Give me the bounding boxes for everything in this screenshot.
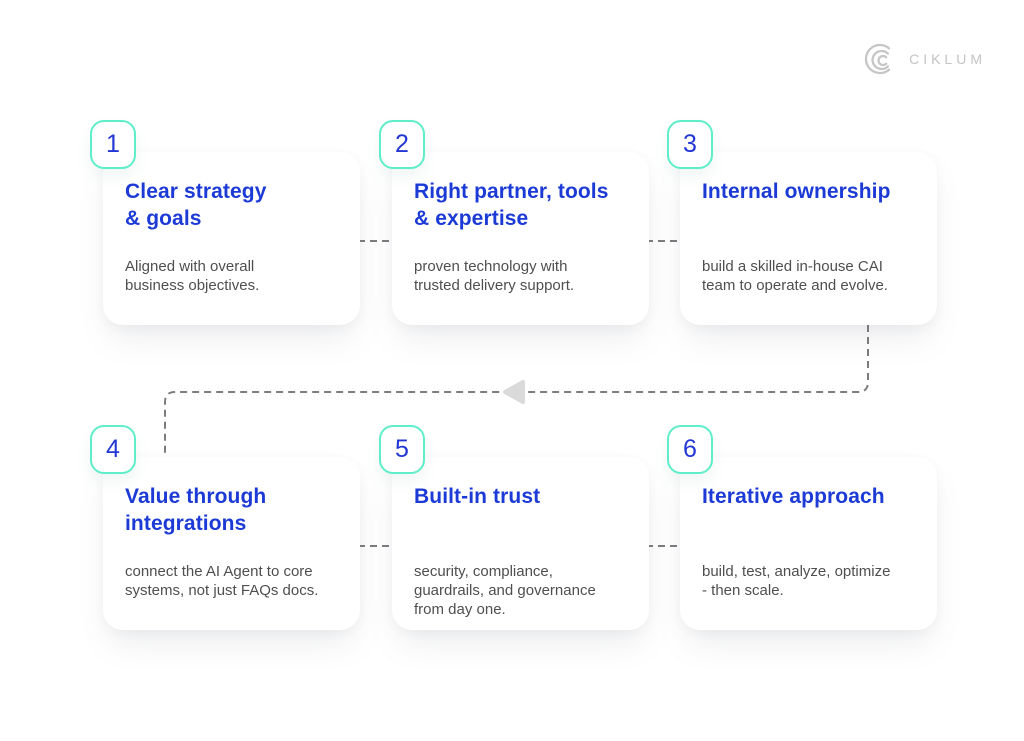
step-description: Aligned with overall business objectives… bbox=[125, 258, 260, 294]
brand-wordmark: CIKLUM bbox=[909, 51, 986, 67]
flow-arrow-left-icon bbox=[503, 380, 525, 404]
step-number-badge: 4 bbox=[90, 425, 136, 474]
step-description: connect the AI Agent to core systems, no… bbox=[125, 563, 319, 599]
step-number-badge: 6 bbox=[667, 425, 713, 474]
step-card-1: 1 Clear strategy & goals Aligned with ov… bbox=[90, 120, 360, 325]
step-card-5: 5 Built-in trust security, compliance, g… bbox=[379, 425, 649, 630]
brand-logo: CIKLUM bbox=[862, 41, 986, 77]
step-card-3: 3 Internal ownership build a skilled in-… bbox=[667, 120, 937, 325]
step-title: Right partner, tools & expertise bbox=[414, 180, 609, 230]
step-number-badge: 2 bbox=[379, 120, 425, 169]
step-description: build, test, analyze, optimize - then sc… bbox=[702, 563, 891, 599]
step-card-4: 4 Value through integrations connect the… bbox=[90, 425, 360, 630]
step-description: security, compliance, guardrails, and go… bbox=[414, 563, 596, 618]
step-number: 6 bbox=[683, 435, 697, 463]
step-number-badge: 3 bbox=[667, 120, 713, 169]
step-title: Built-in trust bbox=[414, 485, 541, 508]
step-number: 1 bbox=[106, 130, 120, 158]
step-description: build a skilled in-house CAI team to ope… bbox=[702, 258, 888, 294]
step-title: Iterative approach bbox=[702, 485, 885, 508]
step-number-badge: 5 bbox=[379, 425, 425, 474]
step-title: Clear strategy & goals bbox=[125, 180, 267, 230]
step-card-6: 6 Iterative approach build, test, analyz… bbox=[667, 425, 937, 630]
step-number: 2 bbox=[395, 130, 409, 158]
step-title: Value through integrations bbox=[125, 485, 267, 535]
step-number: 3 bbox=[683, 130, 697, 158]
step-number: 4 bbox=[106, 435, 120, 463]
step-number-badge: 1 bbox=[90, 120, 136, 169]
ciklum-arcs-icon bbox=[864, 43, 891, 75]
step-title: Internal ownership bbox=[702, 180, 891, 203]
step-description: proven technology with trusted delivery … bbox=[414, 258, 575, 294]
step-card-2: 2 Right partner, tools & expertise prove… bbox=[379, 120, 649, 325]
step-number: 5 bbox=[395, 435, 409, 463]
